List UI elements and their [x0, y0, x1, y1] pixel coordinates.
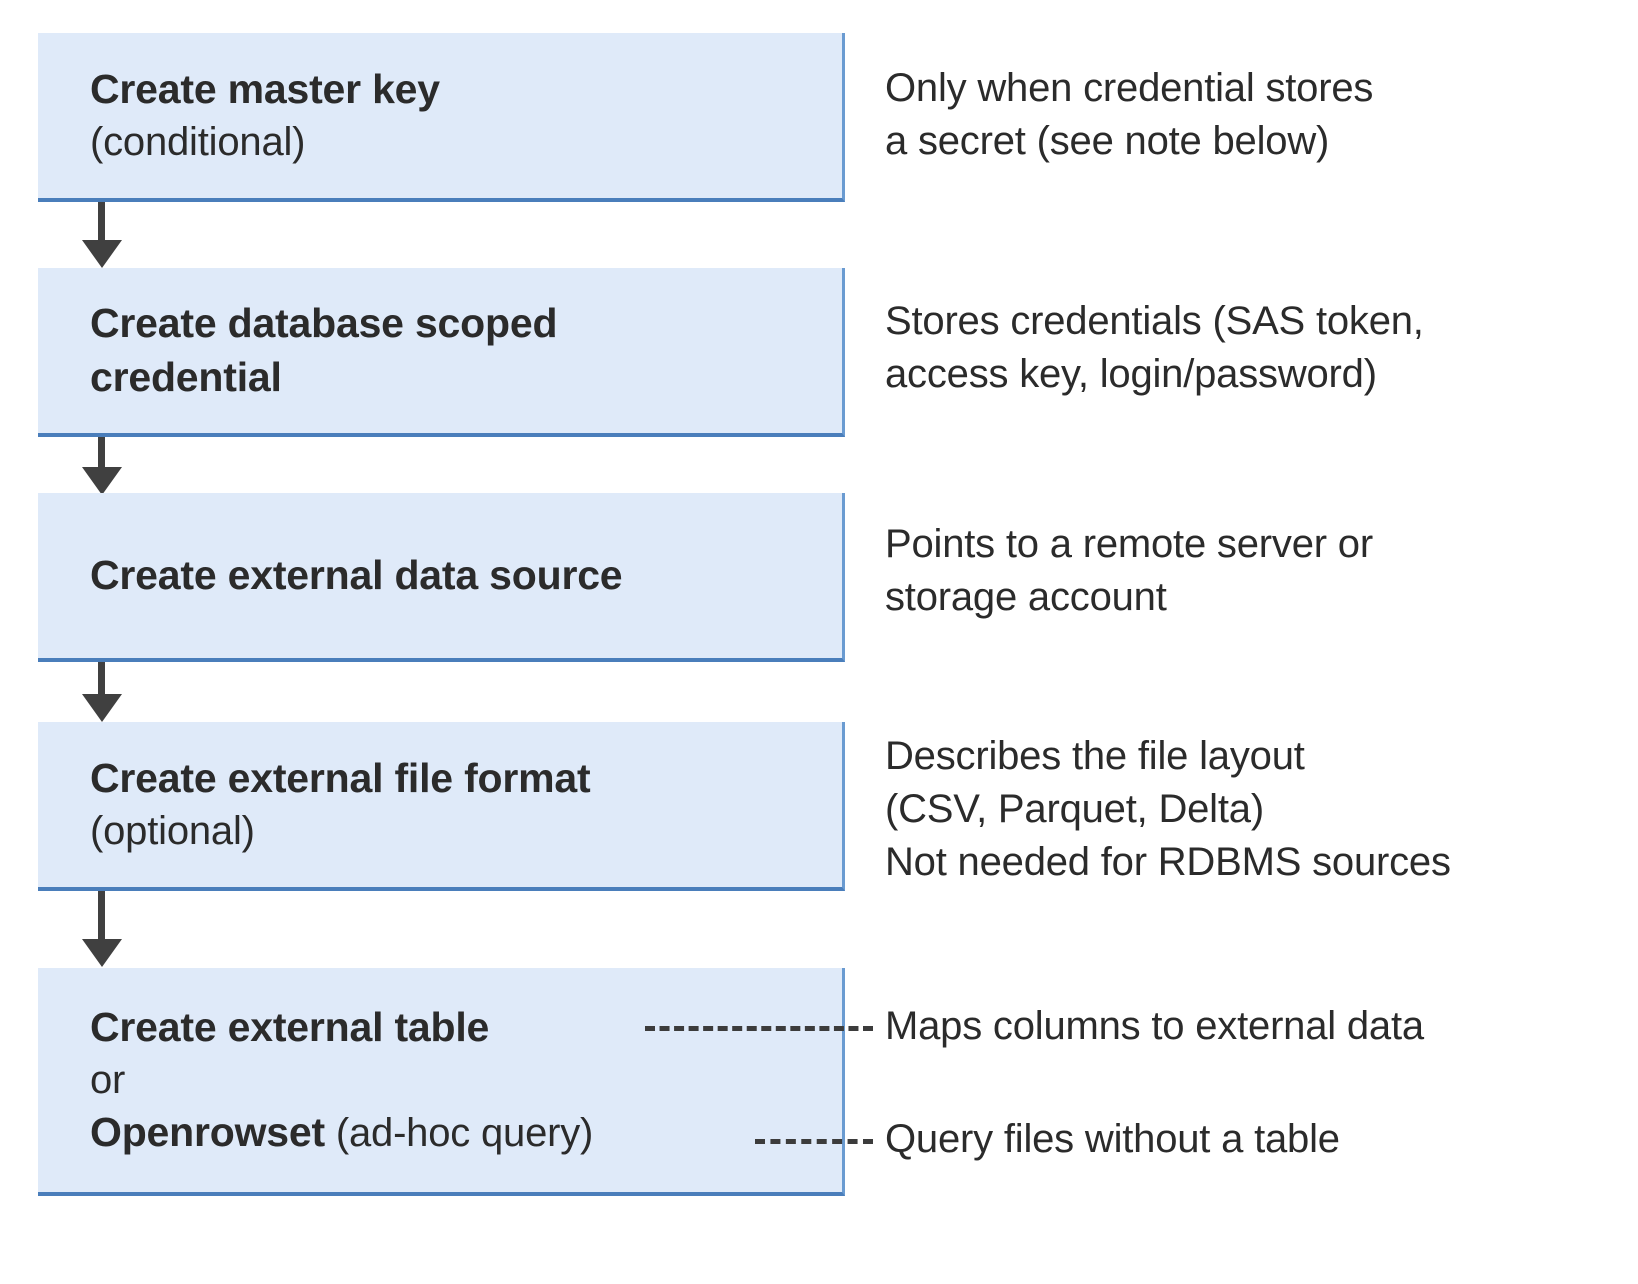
step-box-text: Create external file format (optional)	[38, 752, 842, 857]
step-box-create-external-file-format[interactable]: Create external file format (optional)	[38, 722, 845, 891]
step-title: Create database scoped	[90, 300, 558, 347]
step-box-text: Create master key (conditional)	[38, 63, 842, 168]
annotation-create-master-key: Only when credential stores a secret (se…	[885, 66, 1374, 163]
arrow-shaft	[98, 891, 105, 941]
flow-arrow-4-down-icon	[82, 891, 122, 968]
dashed-connector-external-table	[645, 1026, 873, 1031]
step-box-create-external-data-source[interactable]: Create external data source	[38, 493, 845, 662]
dashed-connector-openrowset	[755, 1139, 873, 1144]
step-title: Create external table	[90, 1003, 490, 1050]
step-title-alt-rest: (ad-hoc query)	[324, 1111, 594, 1155]
arrow-head	[82, 467, 122, 495]
flow-arrow-1-down-icon	[82, 202, 122, 268]
step-title: Create master key	[90, 65, 440, 112]
arrow-head	[82, 694, 122, 722]
step-box-text: Create external table or Openrowset (ad-…	[38, 1001, 842, 1160]
step-box-text: Create external data source	[38, 549, 842, 602]
arrow-head	[82, 939, 122, 967]
step-title-alt: Openrowset (ad-hoc query)	[90, 1106, 830, 1159]
arrow-shaft	[98, 437, 105, 469]
step-box-create-master-key[interactable]: Create master key (conditional)	[38, 33, 845, 202]
annotation-create-database-scoped-credential: Stores credentials (SAS token, access ke…	[885, 299, 1424, 396]
annotation-openrowset: Query files without a table	[885, 1117, 1340, 1161]
step-box-create-external-table-or-openrowset[interactable]: Create external table or Openrowset (ad-…	[38, 968, 845, 1196]
annotation-create-external-data-source: Points to a remote server or storage acc…	[885, 522, 1373, 619]
flow-arrow-2-down-icon	[82, 437, 122, 495]
step-box-text: Create database scoped credential	[38, 297, 842, 404]
annotation-create-external-table: Maps columns to external data	[885, 1004, 1424, 1048]
annotation-create-external-file-format: Describes the file layout (CSV, Parquet,…	[885, 734, 1451, 884]
step-title: Create external data source	[90, 551, 623, 598]
arrow-shaft	[98, 202, 105, 242]
step-title-alt-bold: Openrowset	[90, 1109, 325, 1155]
step-title-line2: credential	[90, 353, 282, 400]
step-subtitle: (conditional)	[90, 120, 306, 165]
arrow-head	[82, 240, 122, 268]
step-box-create-database-scoped-credential[interactable]: Create database scoped credential	[38, 268, 845, 437]
step-subtitle: (optional)	[90, 809, 255, 854]
flow-arrow-3-down-icon	[82, 662, 122, 722]
step-title: Create external file format	[90, 754, 591, 801]
step-connector-or: or	[90, 1058, 126, 1102]
arrow-shaft	[98, 662, 105, 696]
